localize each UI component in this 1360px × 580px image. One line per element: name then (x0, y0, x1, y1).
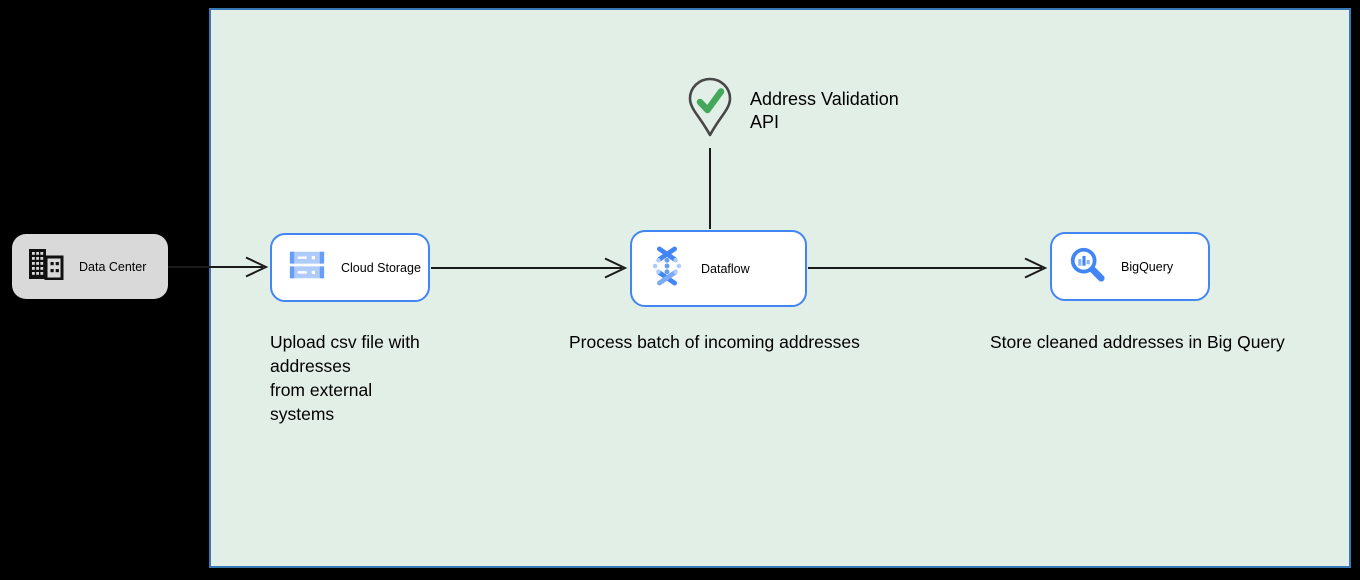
address-validation-pin-icon (687, 77, 733, 144)
check-icon (696, 88, 725, 114)
caption-dataflow: Process batch of incoming addresses (569, 332, 860, 352)
node-dataflow: Dataflow (630, 230, 807, 307)
node-label: Cloud Storage (341, 260, 421, 275)
bigquery-icon (1068, 245, 1106, 288)
cloud-storage-icon (288, 248, 326, 287)
caption-cloud-storage: Upload csv file with addresses from exte… (270, 332, 420, 424)
api-callout-label: Address Validation API (750, 89, 899, 132)
node-label: Data Center (79, 259, 147, 274)
caption-bigquery: Store cleaned addresses in Big Query (990, 332, 1285, 352)
node-label: Dataflow (701, 261, 750, 276)
node-data-center: Data Center (12, 234, 168, 299)
dataflow-icon (648, 245, 686, 292)
node-bigquery: BigQuery (1050, 232, 1210, 301)
data-center-icon (28, 248, 64, 285)
node-label: BigQuery (1121, 259, 1174, 274)
node-cloud-storage: Cloud Storage (270, 233, 430, 302)
